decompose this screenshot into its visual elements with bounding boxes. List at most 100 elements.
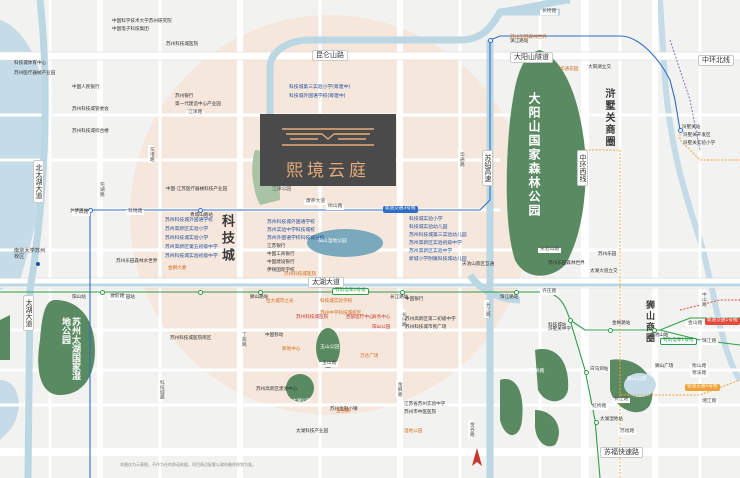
poi: 科技城体育中心: [14, 61, 47, 66]
project-marker[interactable]: 熙境云庭: [260, 114, 396, 186]
park-label: 太湖公园: [292, 399, 312, 404]
road-label: 天池山路: [538, 247, 562, 253]
poi: 江苏省苏州实验中学: [404, 402, 446, 407]
poi-school: 苏州外国语学校科技城分校: [267, 236, 325, 241]
road-suzhao: 苏绍高速: [482, 150, 493, 186]
poi: 中国科学技术大学苏州研究院: [112, 19, 172, 24]
station-dot: [400, 290, 405, 295]
poi-commercial: 湿地公园: [404, 429, 423, 434]
poi: 苏州科技城管委会: [72, 107, 109, 112]
road-yangshan-tunnel: 大阳山隧道: [510, 52, 553, 63]
road-label: 金枫路: [396, 380, 402, 399]
poi-commercial: 新地中心: [282, 347, 301, 352]
park-baima: [500, 379, 523, 435]
park-label: 阳山湿地公园: [318, 239, 347, 244]
poi: 第一代建造中心产业园: [175, 102, 221, 107]
compass-icon: [472, 448, 482, 466]
road-label: 中山路: [700, 290, 706, 309]
poi-hospital: 商务中心: [372, 315, 391, 320]
poi: 中国电子科技集团: [112, 27, 149, 32]
station-label: 珠江路站: [500, 295, 519, 300]
station-label: 科技城站: [548, 323, 567, 328]
poi: 苏州科技城医院南区: [170, 336, 212, 341]
park-hengshan: [535, 410, 559, 447]
poi-commercial: 苏州乐园森林世界: [510, 35, 547, 40]
park-label: 玉洲路: [530, 369, 545, 374]
park-label-dayangshan: 大阳山国家森林公园: [527, 92, 541, 218]
metro-line-orange-2: [679, 130, 740, 161]
park-left-small: [0, 315, 10, 360]
metro-label-l3: 轨道交通3号线: [383, 206, 418, 213]
park-label: 江津公园: [272, 187, 292, 192]
station-label: 长江路站: [390, 295, 409, 300]
lake-left-bottom: [0, 380, 19, 440]
station-label: 漓江路站: [510, 39, 529, 44]
station-dot: [198, 290, 203, 295]
poi-label: 太湖大道立交: [590, 269, 618, 274]
road-label: 科技城路: [158, 378, 164, 402]
poi-school: 科技城实验小学: [409, 217, 443, 222]
poi: 苏州高新区建发中心: [256, 387, 298, 392]
station-dot: [488, 38, 493, 43]
park-taihu-wet: [38, 300, 95, 395]
station-label: 狮山路站: [250, 295, 269, 300]
poi: 苏州金融小镇: [330, 407, 358, 412]
poi-label: 大阳湖立交: [588, 65, 611, 70]
road-label: 东渚路: [148, 145, 154, 164]
area-jishu: 浒墅关商圈: [603, 88, 614, 148]
project-logo-icon: [282, 128, 374, 146]
poi: 苏州医疗器械产业园: [14, 71, 56, 76]
park-yunjin: [316, 328, 340, 368]
poi-school: 新城小学附属科技城幼儿园: [409, 257, 467, 262]
road-taihu: 太湖大道: [308, 277, 344, 288]
station-dot: [514, 290, 519, 295]
suzhou-univ-label: 南京大学苏州校区: [14, 248, 46, 260]
poi: 苏州科技城综合楼: [72, 129, 109, 134]
metro-label-l5: 轨道交通5号线: [685, 384, 720, 391]
road-label: 金谷路: [468, 420, 474, 439]
poi: 浒墅关中学: [548, 327, 571, 332]
station-label: 青城山路站: [190, 213, 213, 218]
road-label: 金山路: [686, 321, 705, 327]
metro-label-l6: 轨道交通1号线: [705, 318, 740, 325]
station-dot: [198, 208, 203, 213]
poi-commercial: 金狮大厦: [168, 266, 187, 271]
road-label: 寒溪路: [690, 371, 709, 377]
poi-school: 苏州高新区实验小学: [165, 227, 209, 232]
poi-hospital: 苏州科技城医院: [296, 315, 329, 320]
poi: 苏州科技城市民广场: [405, 325, 447, 330]
station-dot: [608, 328, 613, 333]
poi: 苏州市中医医院: [404, 410, 437, 415]
road-label: 丁家路: [240, 330, 246, 349]
metro-line-green-2: [569, 319, 601, 478]
station-dot: [652, 328, 657, 333]
park-label: 狮山公园: [627, 377, 647, 382]
road-label: 长江路: [484, 300, 490, 319]
road-label: 玉山路: [320, 361, 339, 367]
road-label: 康养大道: [304, 199, 328, 205]
lake-left: [0, 20, 49, 290]
road-kefu-n: 北太湖大道: [33, 160, 44, 203]
poi-school: 苏州科技城外国语学校: [267, 220, 315, 225]
poi: 太湖科技产业园: [296, 429, 329, 434]
poi: 苏州乐园森林世界: [548, 261, 585, 266]
poi-school: 苏州科技城实验小学: [165, 236, 209, 241]
area-shishan: 狮山商圈: [644, 300, 654, 344]
poi-commercial: 苏州科技城医院: [284, 272, 317, 277]
poi: 中国建设银行: [267, 260, 295, 265]
metro-line-orange-1: [585, 149, 621, 478]
station-label: 白马涧站: [590, 367, 609, 372]
poi-school: 科技城第三实验小学(筹建中): [289, 85, 351, 90]
poi-commercial: 金谷路: [336, 409, 350, 414]
project-name: 熙境云庭: [286, 161, 370, 181]
park-xuanshan: [286, 374, 314, 402]
road-label: 华通路: [458, 150, 464, 169]
station-label: 太湖湿地站: [600, 417, 623, 422]
road-label: 科锐路: [126, 209, 145, 215]
poi: 浒墅关开发区: [683, 133, 711, 138]
metro-line-purple: [669, 39, 701, 151]
poi-commercial: 科技城实验学校: [320, 299, 353, 304]
park-yangshan-wet: [307, 229, 383, 257]
